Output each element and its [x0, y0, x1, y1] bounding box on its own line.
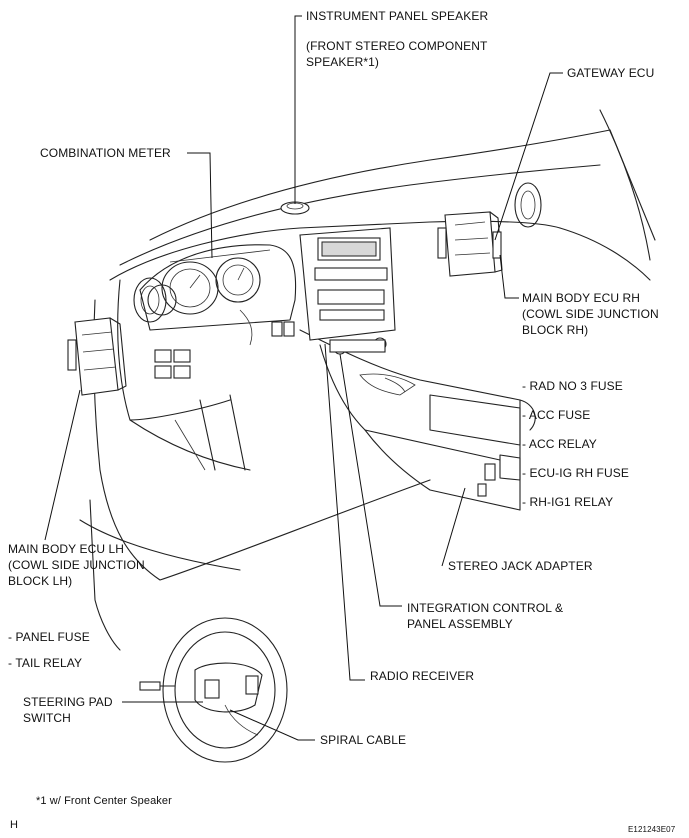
rh-list-item: - ECU-IG RH FUSE	[522, 466, 629, 480]
lh-list-item: - TAIL RELAY	[8, 656, 83, 670]
steering-wheel-shape	[139, 617, 288, 763]
combination-meter-label: COMBINATION METER	[40, 145, 171, 161]
integration-control-label: INTEGRATION CONTROL & PANEL ASSEMBLY	[407, 600, 563, 632]
integration-control-line1: INTEGRATION CONTROL &	[407, 601, 564, 615]
instrument-panel-speaker-text: INSTRUMENT PANEL SPEAKER	[306, 9, 489, 23]
gateway-ecu-label: GATEWAY ECU	[567, 65, 654, 81]
steering-pad-switch-line2: SWITCH	[23, 711, 71, 725]
gateway-ecu-text: GATEWAY ECU	[567, 66, 655, 80]
main-body-ecu-lh-line3: BLOCK LH)	[8, 574, 73, 588]
main-body-ecu-lh-label: MAIN BODY ECU LH (COWL SIDE JUNCTION BLO…	[8, 541, 145, 589]
radio-receiver-label: RADIO RECEIVER	[370, 668, 474, 684]
combination-meter-text: COMBINATION METER	[40, 146, 171, 160]
main-body-ecu-lh-shape	[67, 317, 127, 396]
stereo-jack-adapter-text: STEREO JACK ADAPTER	[448, 559, 593, 573]
instrument-panel-speaker-label: INSTRUMENT PANEL SPEAKER	[306, 8, 488, 24]
corner-letter-text: H	[10, 819, 19, 831]
figure-code: E121243E07	[628, 822, 675, 838]
radio-receiver-text: RADIO RECEIVER	[370, 669, 475, 683]
main-body-ecu-lh-line2: (COWL SIDE JUNCTION	[8, 558, 145, 572]
front-stereo-line1: (FRONT STEREO COMPONENT	[306, 39, 488, 53]
footnote-text: *1 w/ Front Center Speaker	[36, 795, 172, 807]
leader-lines	[44, 15, 563, 741]
rh-list-item: - ACC RELAY	[522, 437, 597, 451]
front-stereo-line2: SPEAKER*1)	[306, 55, 380, 69]
dashboard-outline	[79, 109, 656, 651]
main-body-ecu-rh-label: MAIN BODY ECU RH (COWL SIDE JUNCTION BLO…	[522, 290, 659, 338]
footnote: *1 w/ Front Center Speaker	[36, 793, 172, 809]
main-body-ecu-rh-line2: (COWL SIDE JUNCTION	[522, 307, 659, 321]
rh-list-item: - RH-IG1 RELAY	[522, 495, 614, 509]
rh-list-item: - RAD NO 3 FUSE	[522, 379, 623, 393]
main-body-ecu-rh-line1: MAIN BODY ECU RH	[522, 291, 641, 305]
spiral-cable-label: SPIRAL CABLE	[320, 732, 406, 748]
lh-fuse-relay-list: - PANEL FUSE - TAIL RELAY	[8, 624, 90, 676]
lh-list-item: - PANEL FUSE	[8, 630, 90, 644]
main-body-ecu-rh-line3: BLOCK RH)	[522, 323, 589, 337]
main-body-ecu-lh-line1: MAIN BODY ECU LH	[8, 542, 125, 556]
corner-letter: H	[10, 817, 18, 833]
rh-fuse-relay-list: - RAD NO 3 FUSE - ACC FUSE - ACC RELAY -…	[522, 372, 629, 517]
main-body-ecu-rh-shape	[437, 211, 503, 277]
integration-control-line2: PANEL ASSEMBLY	[407, 617, 513, 631]
combination-meter-shape	[139, 244, 297, 379]
steering-pad-switch-line1: STEERING PAD	[23, 695, 113, 709]
spiral-cable-text: SPIRAL CABLE	[320, 733, 407, 747]
steering-pad-switch-label: STEERING PAD SWITCH	[23, 694, 113, 726]
figure-code-text: E121243E07	[628, 825, 676, 834]
integration-control-panel-shape	[299, 227, 396, 355]
front-stereo-note: (FRONT STEREO COMPONENT SPEAKER*1)	[306, 38, 487, 70]
stereo-jack-adapter-label: STEREO JACK ADAPTER	[448, 558, 593, 574]
rh-list-item: - ACC FUSE	[522, 408, 591, 422]
